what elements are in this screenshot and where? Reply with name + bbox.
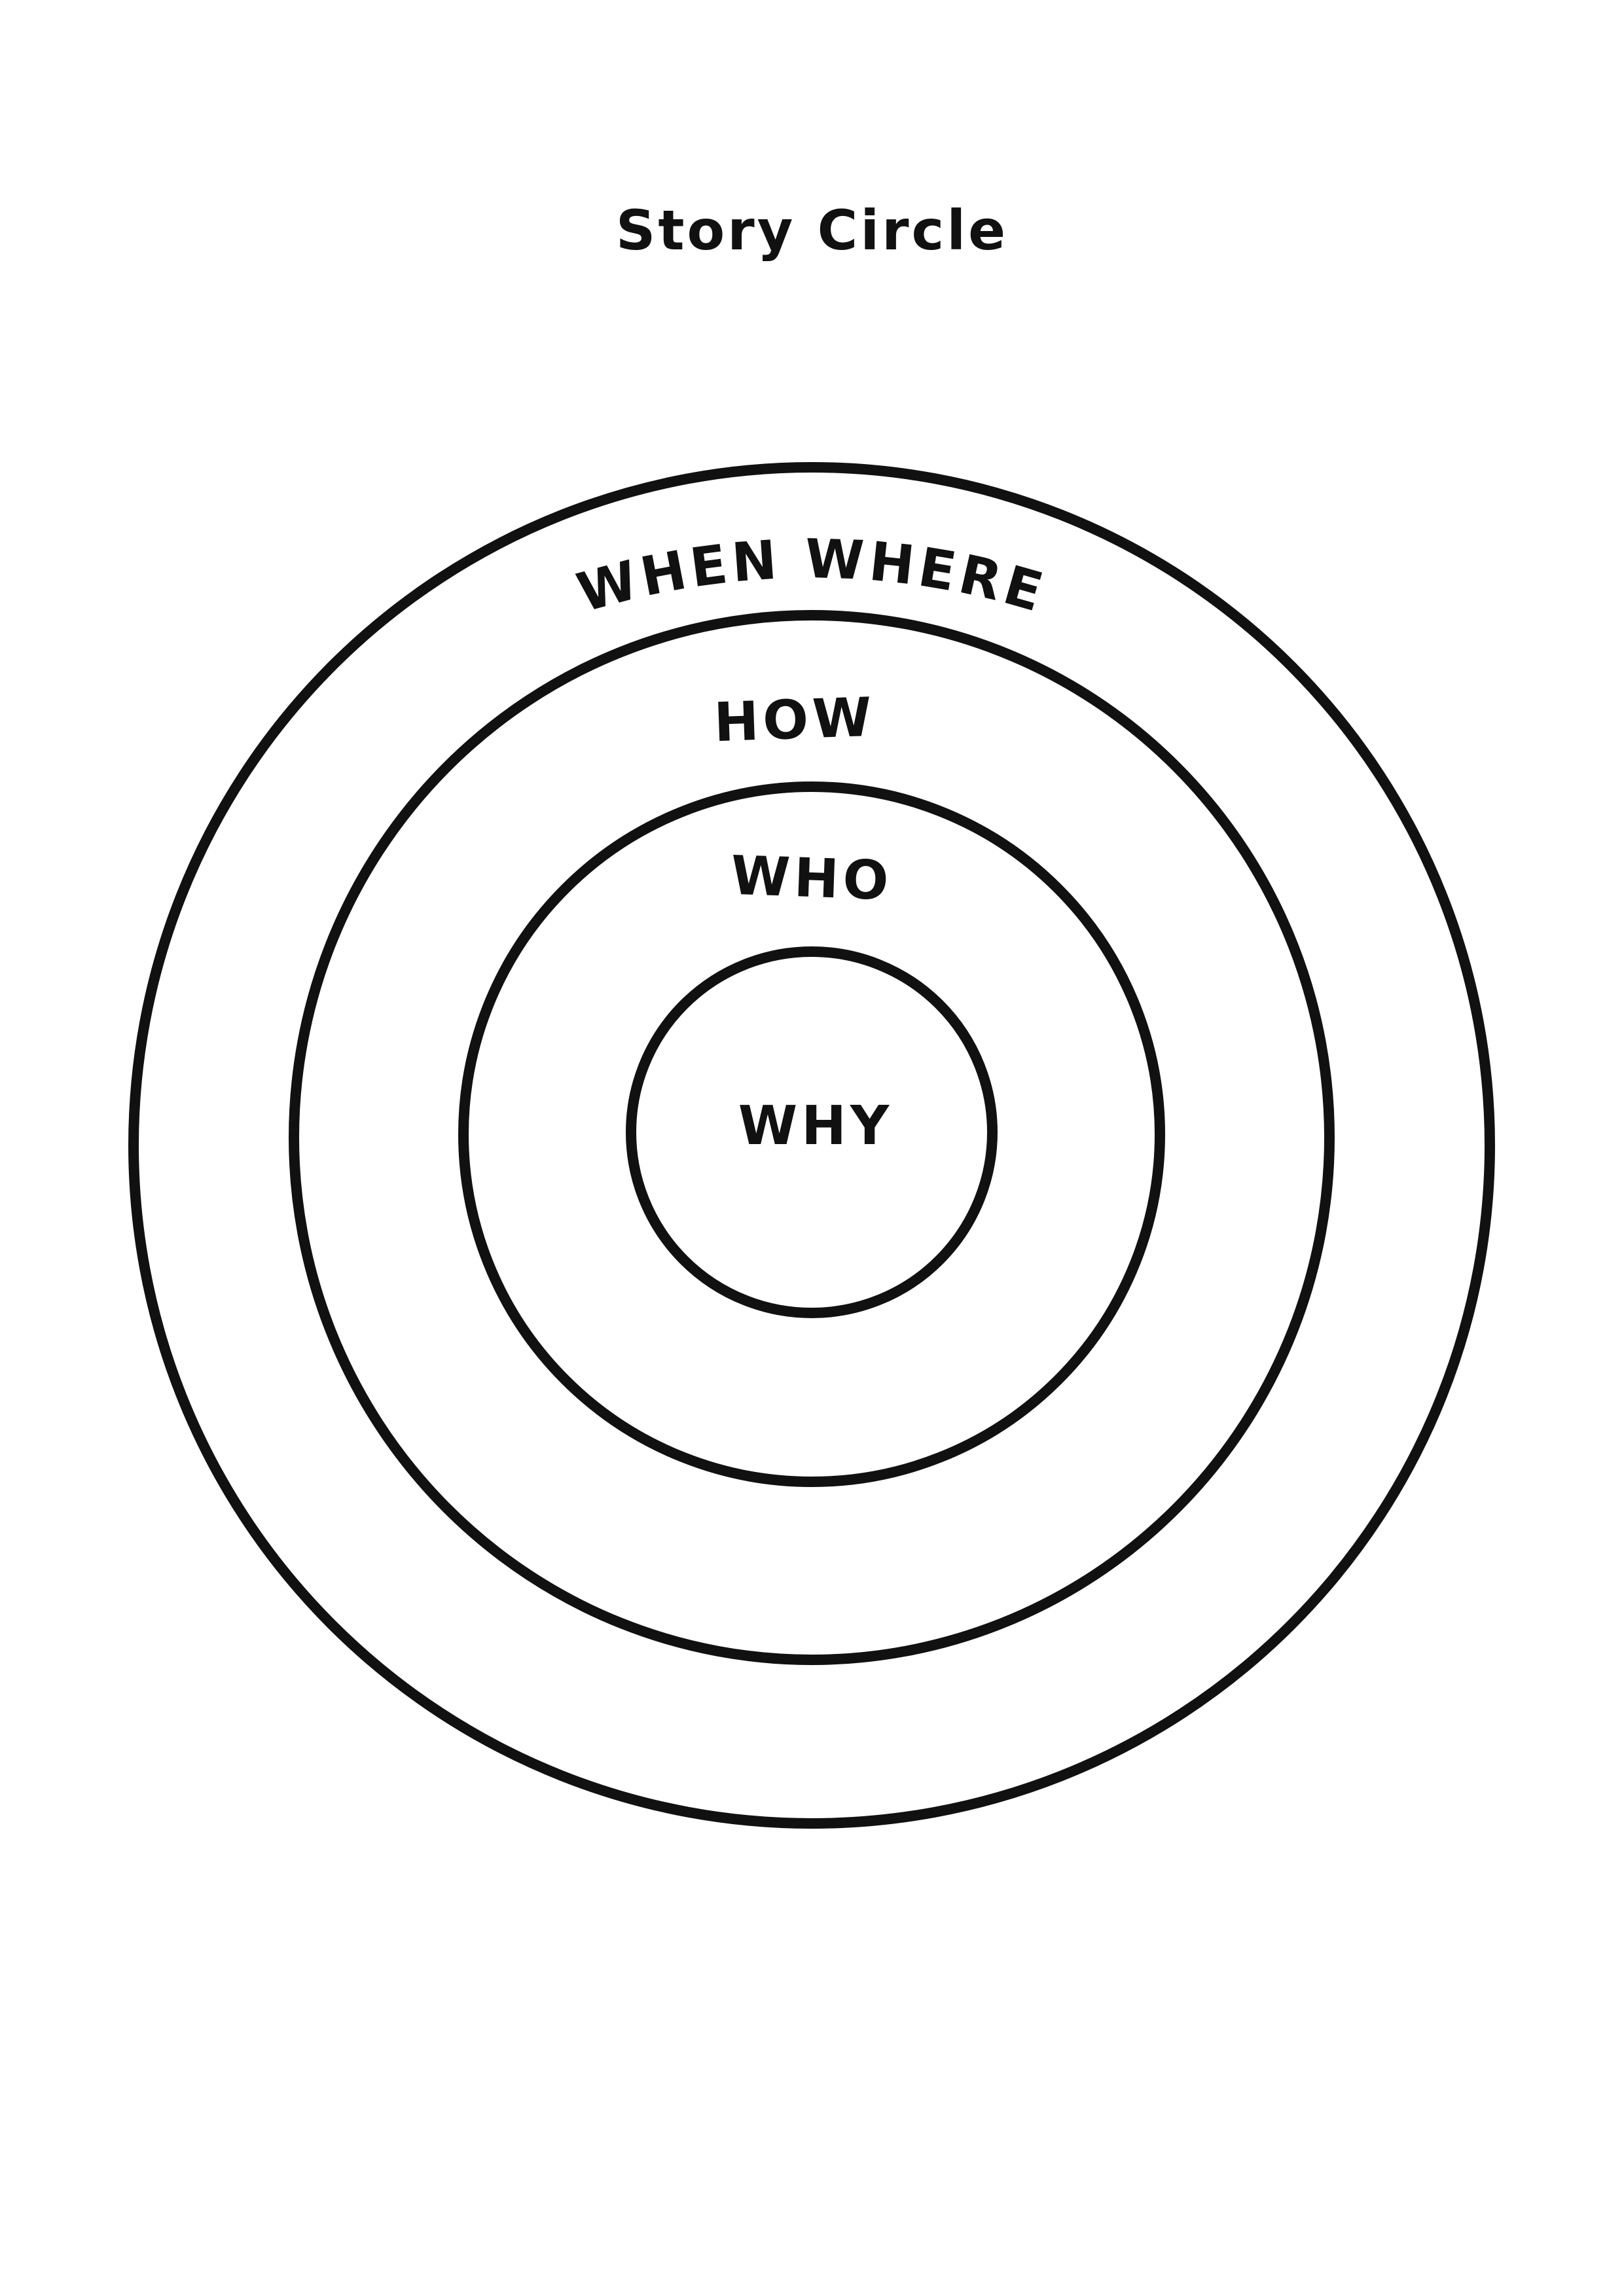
ring-when-where (128, 462, 1495, 1829)
ring-who (458, 781, 1165, 1487)
ring-how (289, 610, 1335, 1665)
ring-label-who: WHO (730, 845, 893, 913)
ring-why (626, 946, 998, 1318)
ring-label-why: WHY (738, 1095, 893, 1157)
ring-label-how: HOW (713, 687, 876, 755)
page-title: Story Circle (615, 198, 1009, 262)
